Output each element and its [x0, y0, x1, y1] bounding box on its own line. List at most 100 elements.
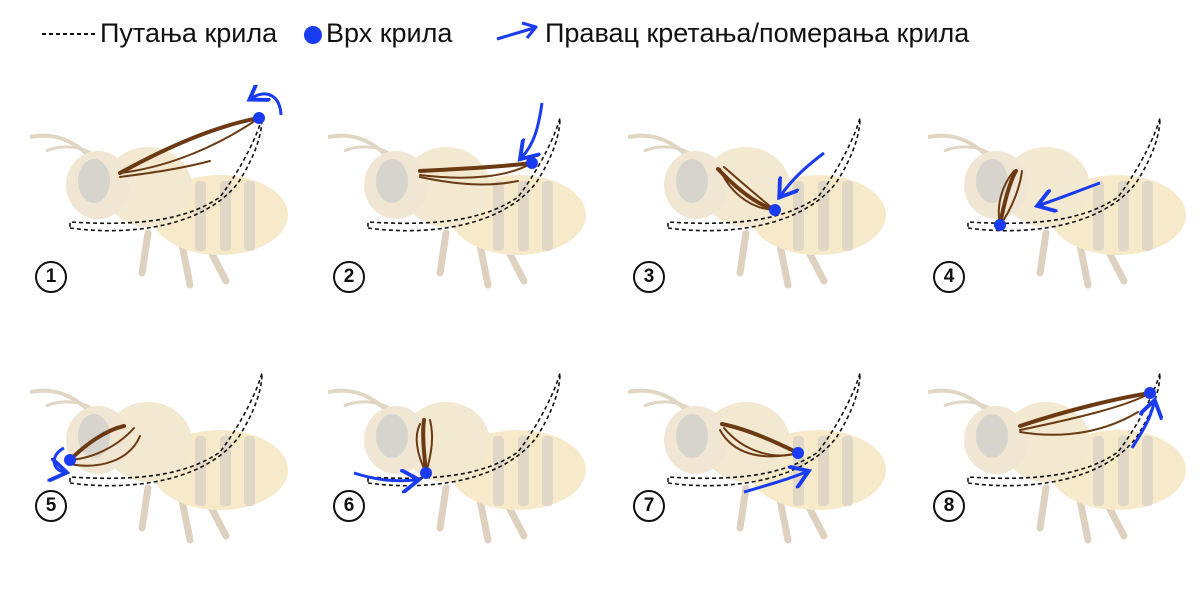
bee-illustration: [928, 117, 1186, 289]
bee-antenna: [30, 388, 92, 414]
legend-tip-label: Врх крила: [326, 18, 453, 48]
bee-leg: [1036, 484, 1050, 532]
direction-arrow: [522, 102, 544, 157]
wing-tip-dot: [526, 157, 538, 169]
bee-stripe: [195, 436, 206, 506]
bee-thorax: [1002, 402, 1090, 482]
bee-stripe: [518, 436, 529, 506]
stroke-panel-8: 8: [928, 340, 1200, 590]
bee-illustration: [628, 372, 886, 544]
step-number-badge: 7: [633, 490, 665, 522]
wing-path-dashed: [367, 117, 561, 232]
bee-thorax: [702, 402, 790, 482]
bee-stripe: [1093, 181, 1104, 251]
direction-arrow: [743, 472, 806, 494]
wing-vein: [69, 435, 141, 467]
direction-arrow: [353, 473, 416, 481]
wing-vein: [419, 176, 519, 186]
wing-vein: [119, 160, 211, 178]
bee-leg: [736, 229, 750, 277]
wing-path-dashed: [69, 117, 263, 232]
wing-path-dashed: [69, 372, 263, 487]
bee-eye: [376, 159, 408, 203]
legend-path-icon: [42, 33, 96, 35]
bee-body-group: [628, 388, 886, 544]
bee-leg: [138, 484, 152, 532]
bee-stripe: [244, 181, 255, 251]
stroke-panel-7: 7: [628, 340, 928, 590]
wing-vein: [1019, 411, 1139, 436]
bee-thorax: [104, 147, 192, 227]
wing-vein: [723, 166, 776, 211]
bee-eye: [976, 159, 1008, 203]
wing-vein: [118, 116, 261, 175]
bee-body-group: [328, 133, 586, 289]
legend-path-label: Путања крила: [100, 18, 278, 48]
bee-body-group: [928, 388, 1186, 544]
bee-stripe: [842, 436, 853, 506]
step-number-badge: 2: [333, 261, 365, 293]
step-number-badge: 5: [35, 490, 67, 522]
wing-vein: [418, 161, 534, 173]
wing-vein: [719, 429, 799, 458]
bee-illustration: [328, 372, 586, 544]
bee-stripe: [220, 181, 231, 251]
wing-vein: [68, 424, 126, 462]
direction-arrow: [781, 151, 825, 195]
legend: Путања крила Врх крила Правац кретања/по…: [0, 0, 1200, 70]
bee-body-group: [328, 388, 586, 544]
bee-body-group: [30, 133, 288, 289]
wing-tip-dot: [64, 454, 76, 466]
bee-eye: [676, 414, 708, 458]
wing-vein: [720, 422, 800, 455]
bee-leg: [138, 229, 152, 277]
bee-stripe: [518, 181, 529, 251]
bee-stripe: [1093, 436, 1104, 506]
stroke-panel-5: 5: [30, 340, 330, 590]
bee-illustration: [30, 372, 288, 544]
wing-tip-dot: [994, 219, 1006, 231]
bee-stripe: [818, 181, 829, 251]
step-number-badge: 6: [333, 490, 365, 522]
bee-illustration: [328, 102, 586, 289]
bee-stripe: [220, 436, 231, 506]
bee-stripe: [818, 436, 829, 506]
stroke-panel-2: 2: [328, 85, 628, 335]
bee-antenna: [628, 133, 690, 159]
direction-arrow: [1040, 181, 1101, 205]
bee-antenna: [30, 133, 92, 159]
step-number-badge: 8: [933, 490, 965, 522]
bee-stripe: [195, 181, 206, 251]
bee-illustration: [628, 117, 886, 289]
legend-tip-icon: [304, 26, 322, 44]
bee-stripe: [542, 436, 553, 506]
bee-body-group: [628, 133, 886, 289]
wing-tip-dot: [769, 204, 781, 216]
stroke-panel-1: 1: [30, 85, 330, 335]
bee-body-group: [928, 133, 1186, 289]
bee-leg: [736, 484, 750, 532]
bee-stripe: [493, 436, 504, 506]
direction-arrow: [54, 446, 64, 472]
bee-illustration: [30, 85, 288, 289]
bee-stripe: [1118, 181, 1129, 251]
wing-path-dashed: [967, 372, 1161, 487]
wing-path-dashed: [367, 372, 561, 487]
wing-path-dashed: [667, 372, 861, 487]
step-number-badge: 3: [633, 261, 665, 293]
stroke-panel-6: 6: [328, 340, 628, 590]
bee-stripe: [1142, 436, 1153, 506]
direction-arrow: [1130, 403, 1154, 449]
wing-vein: [1018, 391, 1152, 428]
bee-stripe: [842, 181, 853, 251]
bee-antenna: [328, 388, 390, 414]
wing-tip-dot: [1144, 387, 1156, 399]
bee-thorax: [104, 402, 192, 482]
wing-vein: [719, 168, 776, 211]
bee-antenna: [928, 133, 990, 159]
direction-arrow: [252, 94, 283, 116]
bee-eye: [78, 159, 110, 203]
step-number-badge: 4: [933, 261, 965, 293]
bee-thorax: [1002, 147, 1090, 227]
